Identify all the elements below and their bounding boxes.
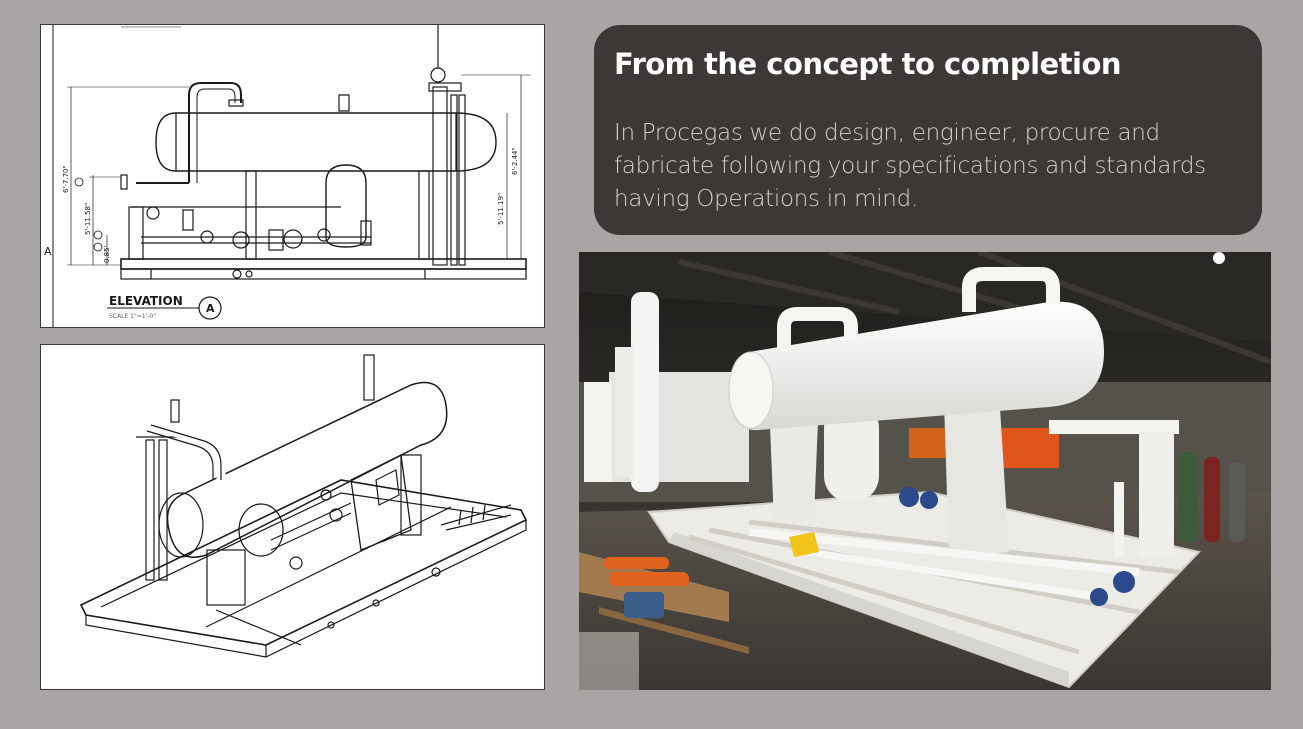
isometric-drawing [79,354,528,658]
intro-paragraph: In Procegas we do design, engineer, proc… [614,120,1206,212]
equipment-photo [579,252,1271,690]
headline: From the concept to completion [614,47,1122,81]
dimension-1: 6'-7.70" [62,165,70,193]
intro-text-box: From the concept to completion In Proceg… [594,25,1262,235]
isometric-drawing-panel [40,344,545,690]
dimension-2: 5'-11.58" [84,203,92,235]
dimension-3: 6'-2.44" [511,147,519,175]
elevation-scale: SCALE 1"=1'-0" [109,313,156,320]
dimension-4: 5'-11.19" [497,193,505,225]
elevation-callout: A [206,302,215,315]
elevation-drawing: 6'-7.70" 5'-11.58" 0.85' 6'-2.44" 5'-11.… [44,25,531,327]
elevation-title: ELEVATION [109,294,183,308]
side-marker: A [44,245,52,258]
equipment-photo-image [579,252,1271,690]
elevation-drawing-panel: 6'-7.70" 5'-11.58" 0.85' 6'-2.44" 5'-11.… [40,24,545,328]
dimension-5: 0.85' [103,245,111,263]
